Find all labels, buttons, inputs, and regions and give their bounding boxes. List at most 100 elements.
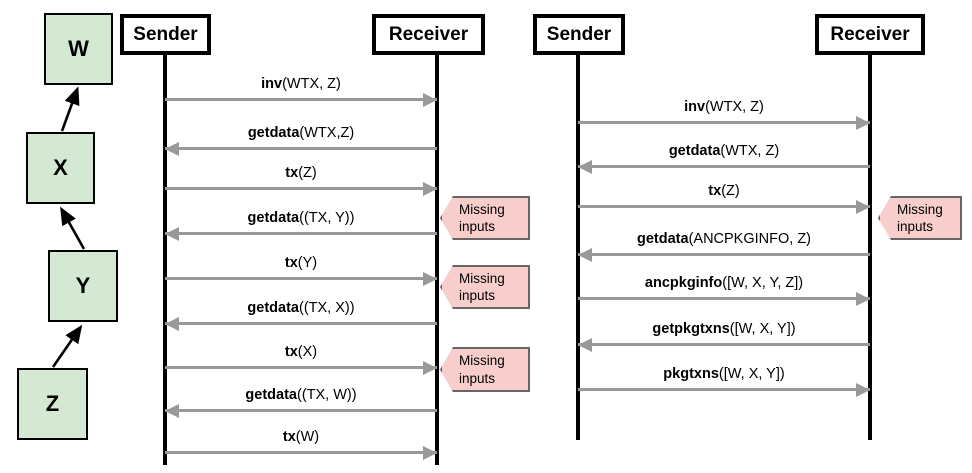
lifeline-receiver [435,55,439,465]
message-command: tx [285,165,299,181]
callout-text-line1: Missing [459,353,505,369]
lifeline-receiver [868,55,872,440]
message-command: tx [284,255,298,271]
message-args: (W) [295,429,320,445]
message-arrow-line [578,121,870,124]
actor-box-sender: Sender [120,14,211,55]
message-command: tx [282,429,296,445]
callout-text-line2: inputs [459,219,496,234]
message-label: getdata(WTX, Z) [669,143,779,159]
message-arrow-line [578,253,870,256]
callout-text-line1: Missing [459,201,505,217]
tx-node-z: Z [17,368,88,440]
message-arrow-head-right [856,382,870,397]
message-command: pkgtxns [663,366,719,382]
message-arrow-line [165,366,437,369]
message-arrow-line [578,388,870,391]
message-arrow-line [578,165,870,168]
message-arrow-head-left [165,403,179,418]
message-arrow-head-left [578,159,592,174]
actor-box-receiver: Receiver [815,14,925,55]
message-args: (ANCPKGINFO, Z) [688,231,812,247]
message-command: getdata [636,231,689,247]
message-arrow-head-right [856,115,870,130]
message-label: ancpkginfo([W, X, Y, Z]) [645,275,803,291]
message-label: tx(Y) [285,255,317,271]
message-arrow-head-left [165,141,179,156]
message-arrow-line [165,187,437,190]
message-arrow-line [165,98,437,101]
message-args: ([W, X, Y, Z]) [722,275,804,291]
message-arrow-head-right [423,92,437,107]
message-args: (WTX, Z) [720,143,780,159]
message-label: getdata(ANCPKGINFO, Z) [637,231,811,247]
message-arrow-head-right [423,360,437,375]
message-args: ((TX, X)) [299,300,355,316]
missing-inputs-callout: Missing inputs [440,265,530,309]
message-command: inv [261,76,283,92]
message-arrow-line [165,147,437,150]
message-command: getdata [247,300,299,316]
message-command: tx [284,344,298,360]
message-args: (X) [297,344,318,360]
message-label: inv(WTX, Z) [261,76,341,92]
message-args: (Y) [297,255,318,271]
missing-inputs-callout: Missing inputs [440,196,530,240]
message-label: inv(WTX, Z) [684,99,764,115]
message-label: tx(Z) [285,165,316,181]
message-arrow-line [165,451,437,454]
message-arrow-line [165,409,437,412]
message-arrow-head-left [165,316,179,331]
message-args: ([W, X, Y]) [729,321,796,337]
message-arrow-head-right [423,181,437,196]
message-label: pkgtxns([W, X, Y]) [663,366,784,382]
lifeline-sender [163,55,167,465]
message-args: (WTX, Z) [282,76,341,92]
tx-node-y: Y [48,250,118,322]
message-arrow-line [578,205,870,208]
callout-text-line2: inputs [459,288,496,303]
message-label: getpkgtxns([W, X, Y]) [652,321,795,337]
message-args: (WTX,Z) [299,125,355,141]
message-command: tx [708,183,722,199]
message-arrow-line [578,343,870,346]
message-args: ((TX, W)) [296,387,357,403]
message-arrow-line [578,297,870,300]
missing-inputs-callout: Missing inputs [878,196,962,240]
message-label: getdata((TX, W)) [245,387,356,403]
message-args: (Z) [298,165,317,181]
callout-text-line2: inputs [897,219,934,234]
message-arrow-head-left [578,247,592,262]
actor-box-receiver: Receiver [372,14,485,55]
tx-node-x: X [26,132,95,204]
message-arrow-line [165,232,437,235]
tx-node-w: W [44,13,113,85]
message-arrow-head-left [578,337,592,352]
message-command: getdata [668,143,721,159]
message-args: ([W, X, Y]) [718,366,785,382]
message-label: tx(X) [285,344,317,360]
message-arrow-line [165,322,437,325]
callout-text-line1: Missing [897,201,943,217]
message-command: getdata [247,210,300,226]
message-arrow-head-left [165,226,179,241]
message-label: getdata((TX, Y)) [248,210,355,226]
message-args: (Z) [721,183,740,199]
callout-text-line1: Missing [459,270,505,286]
message-arrow-head-right [856,199,870,214]
message-command: getpkgtxns [652,321,730,337]
message-arrow-head-right [423,271,437,286]
actor-box-sender: Sender [533,14,625,55]
message-command: inv [684,99,706,115]
message-command: getdata [247,125,300,141]
message-args: ((TX, Y)) [299,210,355,226]
message-label: getdata((TX, X)) [247,300,354,316]
message-label: tx(Z) [708,183,739,199]
message-args: (WTX, Z) [705,99,764,115]
message-arrow-head-right [856,291,870,306]
callout-text-line2: inputs [459,370,496,386]
message-arrow-line [165,277,437,280]
message-label: getdata(WTX,Z) [248,125,354,141]
